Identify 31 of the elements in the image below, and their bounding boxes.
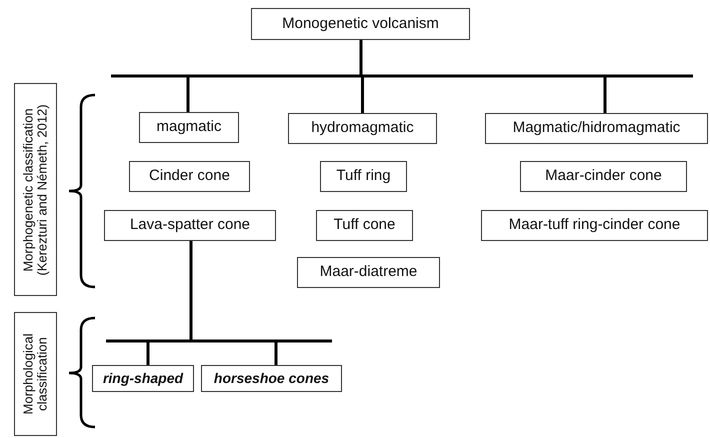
category-box: [14, 83, 57, 296]
class-box: [316, 210, 413, 241]
class-box: [481, 210, 708, 241]
node-label: Lava-spatter cone: [130, 217, 250, 234]
node-label: hydromagmatic: [311, 120, 414, 137]
class-box: [520, 161, 687, 192]
node-label: magmatic: [156, 119, 222, 136]
node-label: ring-shaped: [102, 370, 184, 386]
node-label: Maar-cinder cone: [545, 168, 662, 185]
class-box: [320, 161, 407, 192]
class-box: [297, 257, 440, 288]
class-box: [139, 112, 239, 143]
class-box: [251, 8, 470, 40]
node-label: horseshoe cones: [214, 370, 330, 386]
node-label: Maar-diatreme: [320, 264, 418, 281]
node-label: Monogenetic volcanism: [282, 16, 439, 32]
class-box: [485, 113, 708, 144]
node-label: Tuff cone: [334, 217, 396, 234]
class-box: [129, 161, 250, 192]
class-box: [104, 210, 276, 241]
node-label: Tuff ring: [336, 168, 391, 185]
class-box: [92, 365, 194, 392]
class-box: [201, 365, 342, 392]
rotated-label: Morphological classification: [21, 332, 50, 416]
node-label: Cinder cone: [149, 168, 230, 185]
connector-line: [360, 40, 606, 113]
category-box: [14, 312, 57, 436]
node-label: Magmatic/hidromagmatic: [512, 120, 680, 137]
class-box: [288, 113, 437, 144]
rotated-label: Morphogenetic classification (Kerezturi and Németh, 2012): [21, 102, 50, 278]
node-label: Maar-tuff ring-cinder cone: [508, 217, 680, 234]
